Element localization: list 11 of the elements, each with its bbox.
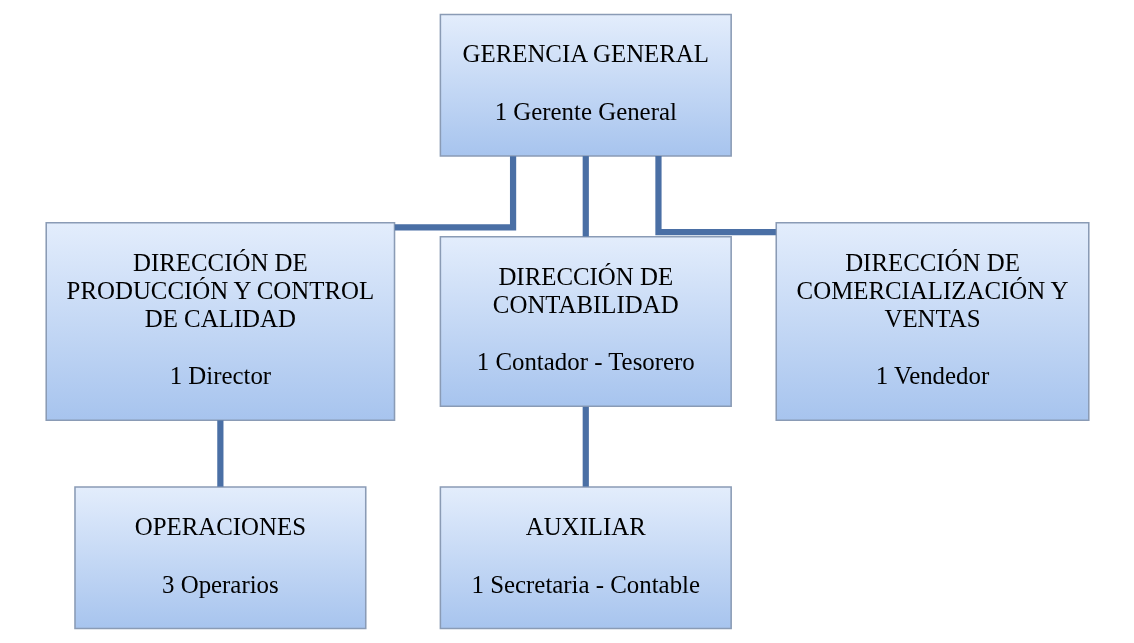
node-box: DIRECCIÓN DE CONTABILIDAD 1 Contador - Tesorero [439,236,732,407]
connector [654,156,776,236]
node-box: DIRECCIÓN DE COMERCIALIZACIÓN Y VENTAS 1 Vendedor [774,222,1090,421]
connector [394,156,516,231]
node-box: DIRECCIÓN DE PRODUCCIÓN Y CONTROL DE CALIDAD 1 Director [44,222,395,421]
connector [216,420,223,487]
node-box: GERENCIA GENERAL 1 Gerente General [439,13,732,157]
connector [582,406,589,487]
node-box: OPERACIONES 3 Operarios [73,486,367,630]
node-box: AUXILIAR 1 Secretaria - Contable [439,486,732,630]
connector [582,156,589,237]
